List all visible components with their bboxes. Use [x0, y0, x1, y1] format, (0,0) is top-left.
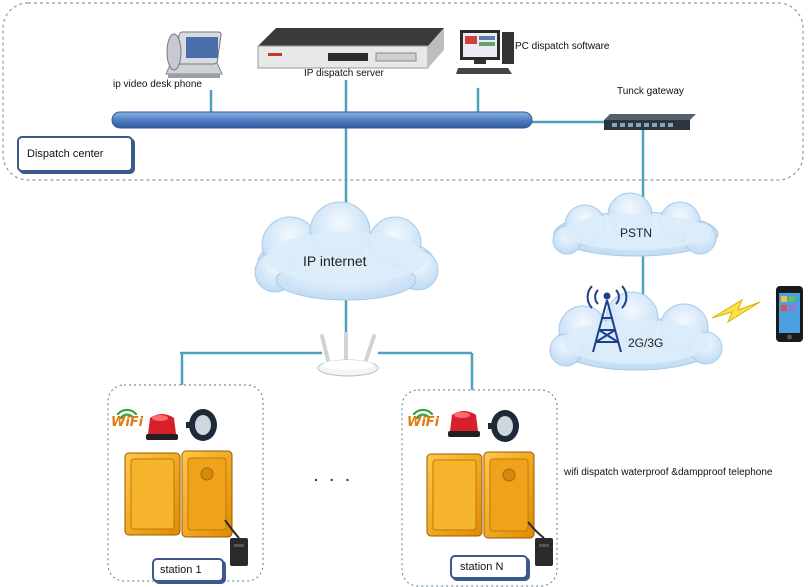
network-bus	[111, 111, 533, 129]
station-n-text: station N	[460, 561, 504, 573]
connection-lines	[180, 80, 645, 390]
mobile-phone-icon	[776, 286, 803, 342]
station-n-devices	[426, 410, 553, 566]
pstn-label: PSTN	[620, 226, 653, 240]
station-1-frame	[107, 384, 264, 582]
dispatch-center-frame	[2, 2, 804, 181]
station-1-text: station 1	[160, 564, 202, 576]
lightning-icon	[711, 298, 761, 324]
stations-ellipsis: . . .	[314, 468, 354, 484]
cell-tower-icon	[586, 285, 628, 353]
desk-phone-label: ip video desk phone	[113, 79, 202, 90]
internet-label: IP internet	[303, 253, 367, 269]
desk-phone-icon	[165, 31, 223, 78]
station-n-wifi-badge: WiFi	[407, 415, 440, 430]
dispatch-server-icon	[257, 28, 444, 69]
server-label: IP dispatch server	[304, 68, 384, 79]
station-n-frame	[401, 389, 558, 587]
station-description: wifi dispatch waterproof &dampproof tele…	[564, 467, 773, 478]
gateway-label: Tunck gateway	[617, 86, 684, 97]
pc-software-label: PC dispatch software	[515, 41, 610, 52]
pc-icon	[456, 30, 514, 74]
dispatch-center-label: Dispatch center	[17, 136, 133, 172]
station-1-label: station 1	[152, 558, 224, 582]
mobile-label: 2G/3G	[628, 336, 664, 350]
station-n-label: station N	[450, 555, 528, 579]
dispatch-center-text: Dispatch center	[27, 148, 104, 160]
station-1-devices	[124, 409, 248, 566]
wifi-router-icon	[317, 332, 379, 377]
station-1-wifi-badge: WiFi	[111, 415, 144, 430]
wifi-signal-icon	[116, 408, 434, 420]
gateway-icon	[604, 114, 696, 130]
